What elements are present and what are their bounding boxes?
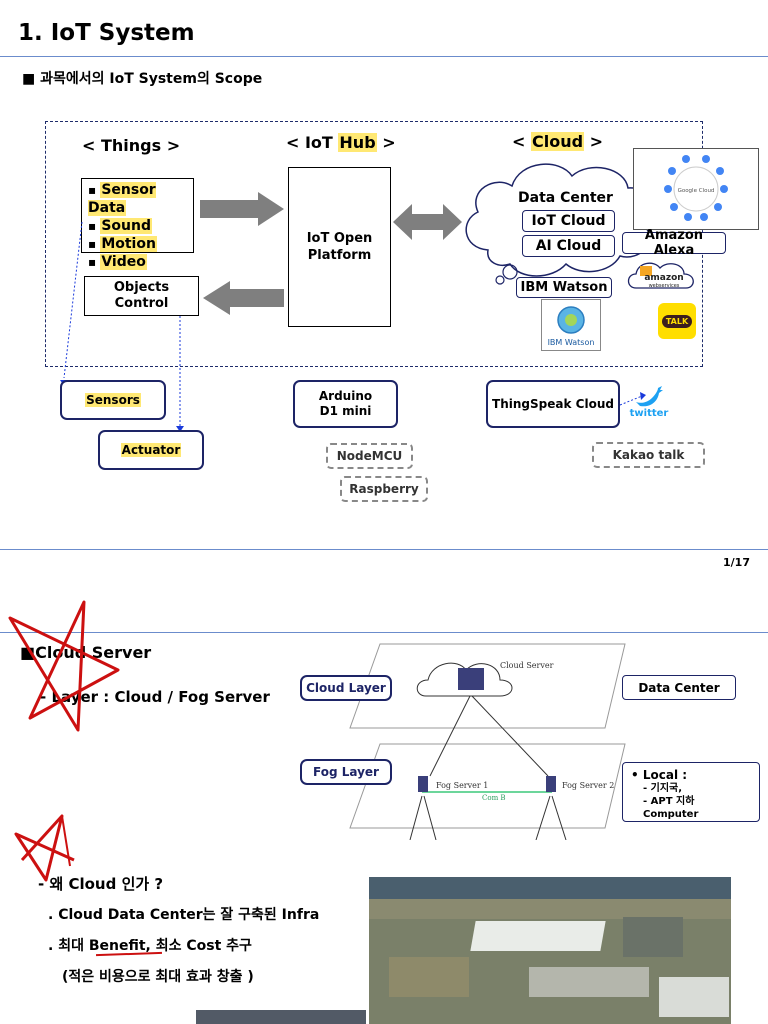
- things-input-box: Sensor Data Sound Motion Video: [81, 178, 194, 270]
- slide-divider: [0, 549, 768, 550]
- svg-text:Fog Server 2: Fog Server 2: [562, 781, 614, 790]
- local-title: • Local :: [631, 768, 688, 782]
- twitter-bird-icon: [636, 386, 663, 407]
- cloud-heading: < Cloud >: [512, 132, 604, 151]
- amazon-webservices-logo: amazon webservices: [624, 256, 700, 296]
- page-number: 1/17: [723, 556, 750, 569]
- list-item: Sensor Data: [88, 181, 187, 217]
- why-cloud-item: . Cloud Data Center는 잘 구축된 Infra: [48, 907, 320, 923]
- fog-server-1-icon: [418, 776, 428, 792]
- things-input-list: Sensor Data Sound Motion Video: [88, 181, 187, 271]
- local-item: - 기지국,: [643, 783, 683, 794]
- cloud-layer-box: Cloud Layer: [300, 675, 392, 701]
- svg-text:amazon: amazon: [644, 273, 683, 283]
- arrow-left-icon: [203, 281, 284, 315]
- actuator-box: Actuator: [98, 430, 204, 470]
- double-arrow-icon: [393, 204, 462, 240]
- nodemcu-box: NodeMCU: [326, 443, 413, 469]
- why-cloud-item: (적은 비용으로 최대 효과 창출 ): [62, 969, 254, 985]
- bullet-square: ■: [22, 71, 36, 87]
- title-rule: [0, 56, 768, 57]
- fog-layer-box: Fog Layer: [300, 759, 392, 785]
- why-cloud-item: . 최대 Benefit, 최소 Cost 추구: [48, 938, 252, 954]
- iot-cloud-box: IoT Cloud: [522, 210, 615, 232]
- layer-line: - Layer : Cloud / Fog Server: [40, 688, 270, 706]
- fog-server-2-icon: [546, 776, 556, 792]
- list-item: Video: [88, 253, 187, 271]
- kakao-talk-logo: TALK: [658, 303, 696, 339]
- local-item: - APT 지하 Computer: [643, 796, 699, 820]
- ibm-watson-logo: IBM Watson: [541, 299, 601, 351]
- twitter-wordmark: twitter: [629, 408, 669, 419]
- watson-globe-icon: IBM Watson: [548, 306, 595, 347]
- red-star-icon: [8, 600, 120, 732]
- amazon-cloud-icon: amazon webservices: [627, 262, 694, 289]
- building-roof: [470, 921, 606, 951]
- ai-cloud-box: AI Cloud: [522, 235, 615, 257]
- iot-open-platform-box: IoT Open Platform: [288, 167, 391, 327]
- local-box: • Local : - 기지국, - APT 지하 Computer: [622, 762, 760, 822]
- list-item: Sound: [88, 217, 187, 235]
- arduino-box: Arduino D1 mini: [293, 380, 398, 428]
- amazon-alexa-box: Amazon Alexa: [622, 228, 726, 258]
- sensors-box: Sensors: [60, 380, 166, 420]
- google-cloud-diagram: Google Cloud: [633, 148, 759, 230]
- talk-icon: TALK: [661, 314, 693, 328]
- fog-cloud-diagram: Cloud Server Fog Server 1 Fog Server 2 C…: [349, 643, 626, 840]
- hub-heading: < IoT Hub >: [286, 133, 396, 152]
- google-cloud-icon: Google Cloud: [664, 155, 728, 221]
- kakao-talk-box: Kakao talk: [592, 442, 705, 468]
- server-room-photo: [196, 1010, 366, 1024]
- thingspeak-box: ThingSpeak Cloud: [486, 380, 620, 428]
- raspberry-box: Raspberry: [340, 476, 428, 502]
- twitter-logo: twitter: [624, 386, 674, 426]
- data-center-aerial-photo: [369, 877, 731, 1024]
- svg-text:Com B: Com B: [482, 794, 506, 802]
- data-center-box: Data Center: [622, 675, 736, 700]
- svg-text:Cloud Server: Cloud Server: [500, 661, 554, 670]
- svg-text:webservices: webservices: [649, 283, 680, 289]
- red-annotations-svg: [8, 600, 120, 882]
- server-icon: [458, 668, 484, 690]
- ibm-watson-box: IBM Watson: [516, 277, 612, 298]
- arrow-right-icon: [200, 192, 284, 226]
- slide2-top-rule: [0, 632, 768, 633]
- why-cloud-title: - 왜 Cloud 인가 ?: [38, 875, 164, 893]
- scope-subtitle: ■ 과목에서의 IoT System의 Scope: [22, 71, 263, 87]
- objects-control-box: Objects Control: [84, 276, 199, 316]
- data-center-label: Data Center: [518, 190, 613, 206]
- red-star-icon: [14, 814, 75, 882]
- things-heading: < Things >: [82, 136, 181, 155]
- slide-title: 1. IoT System: [18, 20, 195, 46]
- list-item: Motion: [88, 235, 187, 253]
- bullet-square: ■: [20, 643, 36, 662]
- svg-text:Fog Server 1: Fog Server 1: [436, 781, 488, 790]
- svg-text:Google Cloud: Google Cloud: [678, 188, 715, 194]
- svg-text:IBM Watson: IBM Watson: [548, 338, 595, 347]
